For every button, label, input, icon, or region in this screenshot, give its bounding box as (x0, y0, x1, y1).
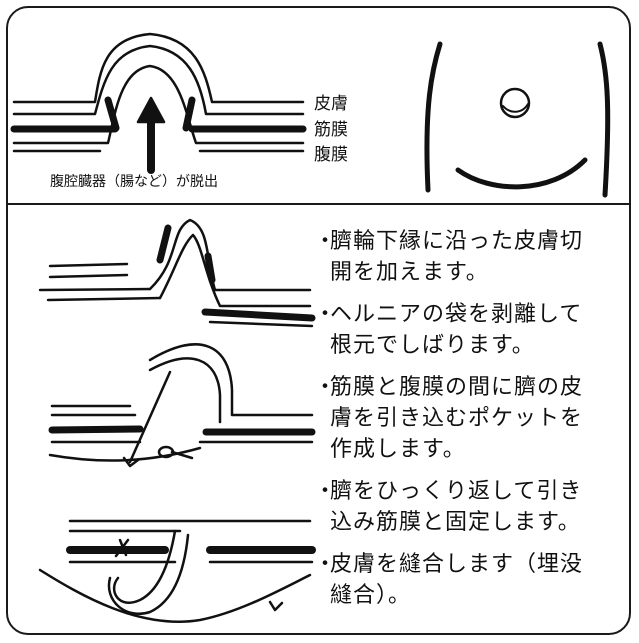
step-item-5: ・ 皮膚を縫合します（埋没 縫合）。 (314, 549, 632, 611)
step-item-2: ・ ヘルニアの袋を剥離して 根元でしばります。 (314, 299, 632, 361)
step-item-3: ・ 筋膜と腹膜の間に臍の皮 膚を引き込むポケットを 作成します。 (314, 372, 632, 465)
step-text-5: 皮膚を縫合します（埋没 縫合）。 (330, 549, 583, 611)
bullet: ・ (314, 476, 330, 538)
step-text-1: 臍輪下縁に沿った皮膚切 開を加えます。 (330, 226, 583, 288)
step-text-3: 筋膜と腹膜の間に臍の皮 膚を引き込むポケットを 作成します。 (330, 372, 583, 465)
hernia-cross-section (14, 34, 303, 170)
step-text-2: ヘルニアの袋を剥離して 根元でしばります。 (330, 299, 582, 361)
bullet: ・ (314, 549, 330, 611)
layer-label-peritoneum: 腹膜 (314, 145, 348, 165)
step-item-4: ・ 臍をひっくり返して引き 込み筋膜と固定します。 (314, 476, 632, 538)
layer-label-skin: 皮膚 (314, 94, 348, 114)
steps-list: ・ 臍輪下縁に沿った皮膚切 開を加えます。 ・ ヘルニアの袋を剥離して 根元でし… (314, 226, 632, 611)
step-item-1: ・ 臍輪下縁に沿った皮膚切 開を加えます。 (314, 226, 632, 288)
step3-illustration (40, 521, 312, 622)
step1-illustration (40, 220, 312, 326)
abdomen-outline (427, 44, 608, 195)
bullet: ・ (314, 299, 330, 361)
step-text-4: 臍をひっくり返して引き 込み筋膜と固定します。 (330, 476, 582, 538)
bullet: ・ (314, 372, 330, 465)
protrusion-caption: 腹腔臓器（腸など）が脱出 (50, 174, 218, 190)
layer-label-fascia: 筋膜 (314, 120, 348, 140)
step2-illustration (50, 344, 312, 466)
bullet: ・ (314, 226, 330, 288)
